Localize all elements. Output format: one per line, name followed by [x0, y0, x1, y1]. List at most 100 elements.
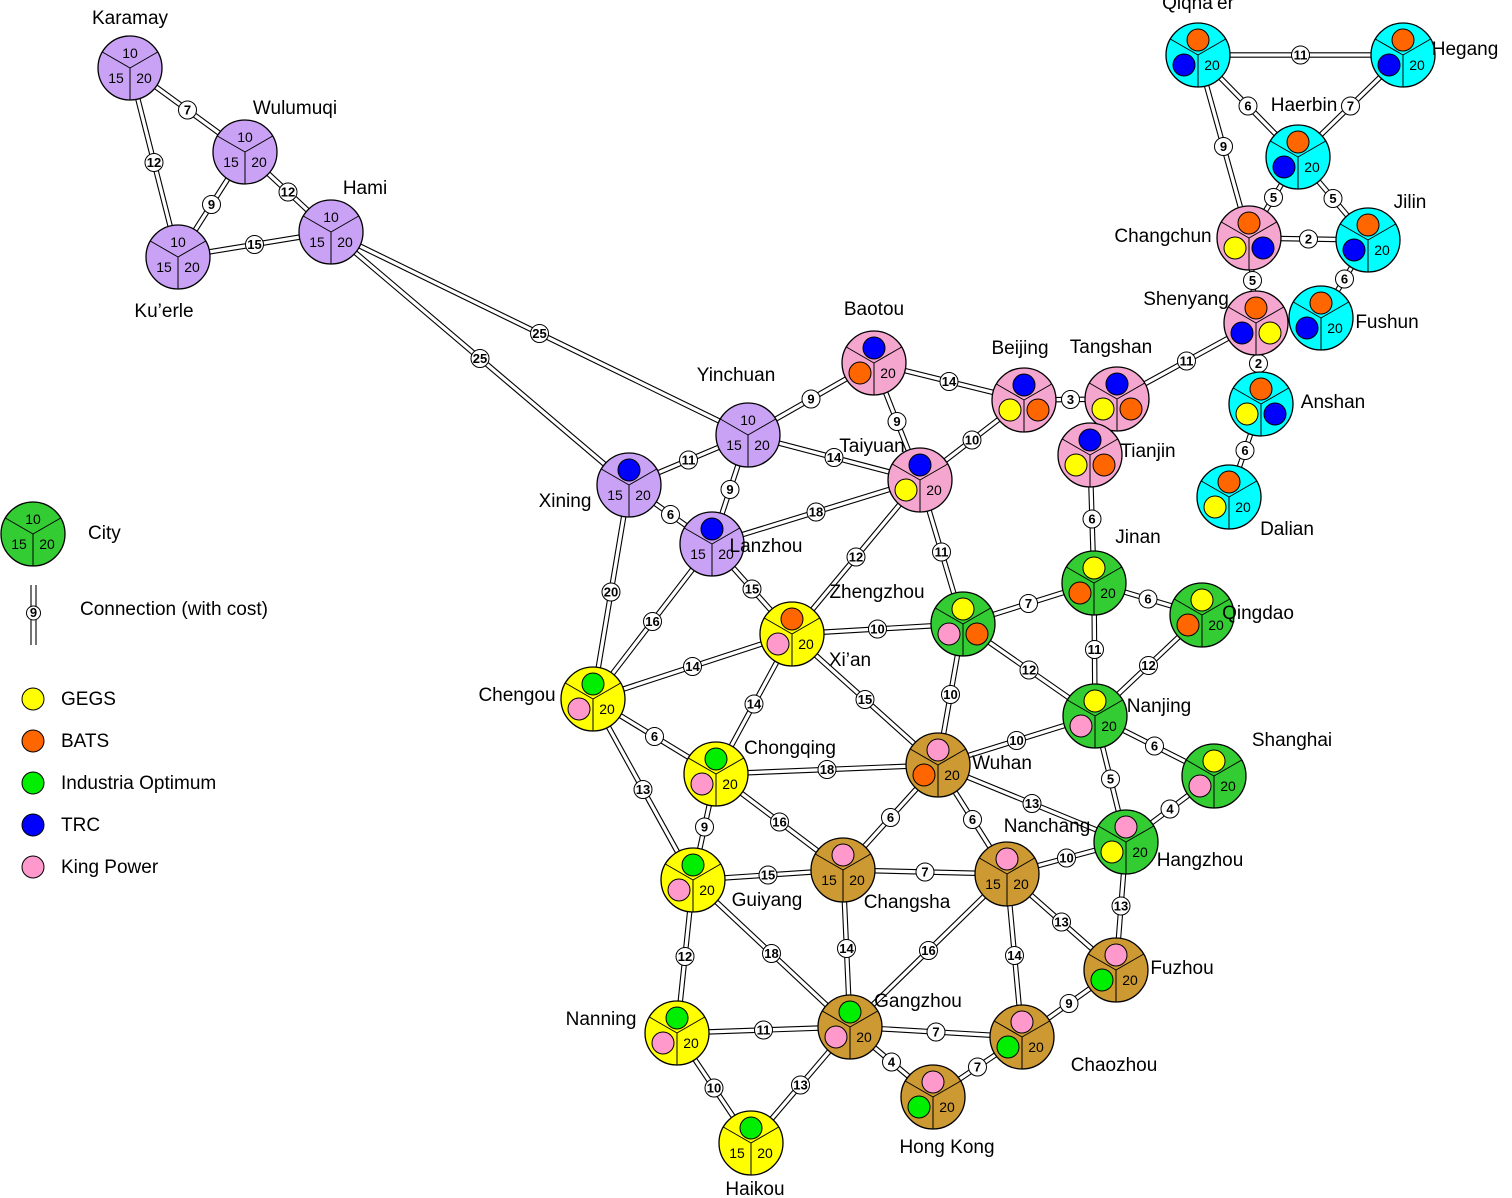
city-name: Wulumuqi — [253, 98, 337, 119]
company-marker-king-power — [1010, 1010, 1034, 1034]
city-shenyang[interactable]: Shenyang — [1143, 289, 1289, 356]
connection-lanzhou-taiyuan[interactable]: 18 — [711, 477, 921, 547]
connection-hami-yinchuan[interactable]: 25 — [329, 229, 750, 438]
city-gangzhou[interactable]: 20 Gangzhou — [817, 991, 962, 1060]
connection-nanchang-chaozhou[interactable]: 14 — [1004, 873, 1025, 1038]
city-name: Changsha — [864, 892, 951, 913]
slot-cost-20: 20 — [1327, 320, 1343, 336]
slot-cost-20: 20 — [1204, 57, 1220, 73]
connection-xian-chengou[interactable]: 14 — [592, 631, 793, 702]
slot-cost-20: 20 — [699, 882, 715, 898]
connection-chongqing-wuhan[interactable]: 18 — [715, 760, 939, 779]
cost-label: 7 — [932, 1025, 939, 1040]
slot-divider — [688, 757, 717, 775]
connection-taiyuan-xian[interactable]: 12 — [789, 478, 923, 636]
company-marker-trc — [1078, 428, 1102, 452]
connection-xining-chengou[interactable]: 20 — [590, 484, 632, 700]
company-marker-gegs — [951, 597, 975, 621]
cost-badge — [1177, 351, 1196, 371]
legend-company-bats: BATS — [21, 729, 109, 753]
company-marker-gegs — [894, 478, 918, 502]
company-swatch — [21, 729, 45, 753]
cost-badge — [144, 153, 164, 172]
cost-label: 18 — [764, 946, 778, 961]
company-marker-bats — [1249, 377, 1273, 401]
cost-label: 15 — [761, 868, 775, 883]
city-name: Gangzhou — [874, 991, 962, 1012]
city-anshan[interactable]: Anshan — [1228, 371, 1365, 437]
cost-label: 15 — [858, 692, 872, 707]
slot-cost-20: 20 — [251, 154, 267, 170]
slot-cost-20: 20 — [856, 1029, 872, 1045]
cost-badge — [758, 865, 778, 885]
connection-hami-xining[interactable]: 25 — [329, 229, 631, 488]
slot-divider — [1098, 825, 1127, 843]
city-tianjin[interactable]: Tianjin — [1057, 422, 1176, 488]
company-marker-trc — [862, 336, 886, 360]
connection-qiqihaer-hegang[interactable]: 11 — [1198, 45, 1403, 65]
slot-divider — [715, 757, 744, 775]
cost-label: 5 — [1329, 191, 1336, 206]
cost-badge — [1145, 736, 1164, 756]
cost-badge — [1019, 660, 1039, 680]
slot-cost-20: 20 — [184, 259, 200, 275]
connection-xian-wuhan[interactable]: 15 — [790, 631, 940, 768]
slot-divider — [1186, 759, 1215, 777]
company-marker-trc — [1342, 238, 1366, 262]
city-changchun[interactable]: Changchun — [1114, 205, 1282, 271]
slot-divider — [979, 857, 1008, 875]
city-tangshan[interactable]: Tangshan — [1070, 337, 1152, 432]
connection-nanchang-gangzhou[interactable]: 16 — [848, 872, 1009, 1029]
cost-badge — [941, 685, 960, 704]
city-name: Taiyuan — [839, 436, 905, 457]
connection-guiyang-gangzhou[interactable]: 18 — [691, 877, 852, 1030]
company-swatch — [21, 687, 45, 711]
company-marker-king-power — [921, 1070, 945, 1094]
connection-chengou-guiyang[interactable]: 13 — [590, 697, 696, 882]
slot-divider — [1375, 38, 1404, 56]
company-marker-bats — [1309, 291, 1333, 315]
company-marker-industria-optimum — [581, 672, 605, 696]
cost-label: 9 — [208, 197, 215, 212]
connection-wuhan-hangzhou[interactable]: 13 — [936, 762, 1128, 845]
slot-divider — [649, 1016, 678, 1034]
company-marker-industria-optimum — [1090, 968, 1114, 992]
cost-label: 25 — [532, 326, 546, 341]
cost-label: 15 — [745, 582, 759, 597]
cost-label: 9 — [1065, 996, 1072, 1011]
city-beijing[interactable]: Beijing — [991, 338, 1057, 433]
city-zhengzhou[interactable]: Zhengzhou — [829, 582, 996, 657]
